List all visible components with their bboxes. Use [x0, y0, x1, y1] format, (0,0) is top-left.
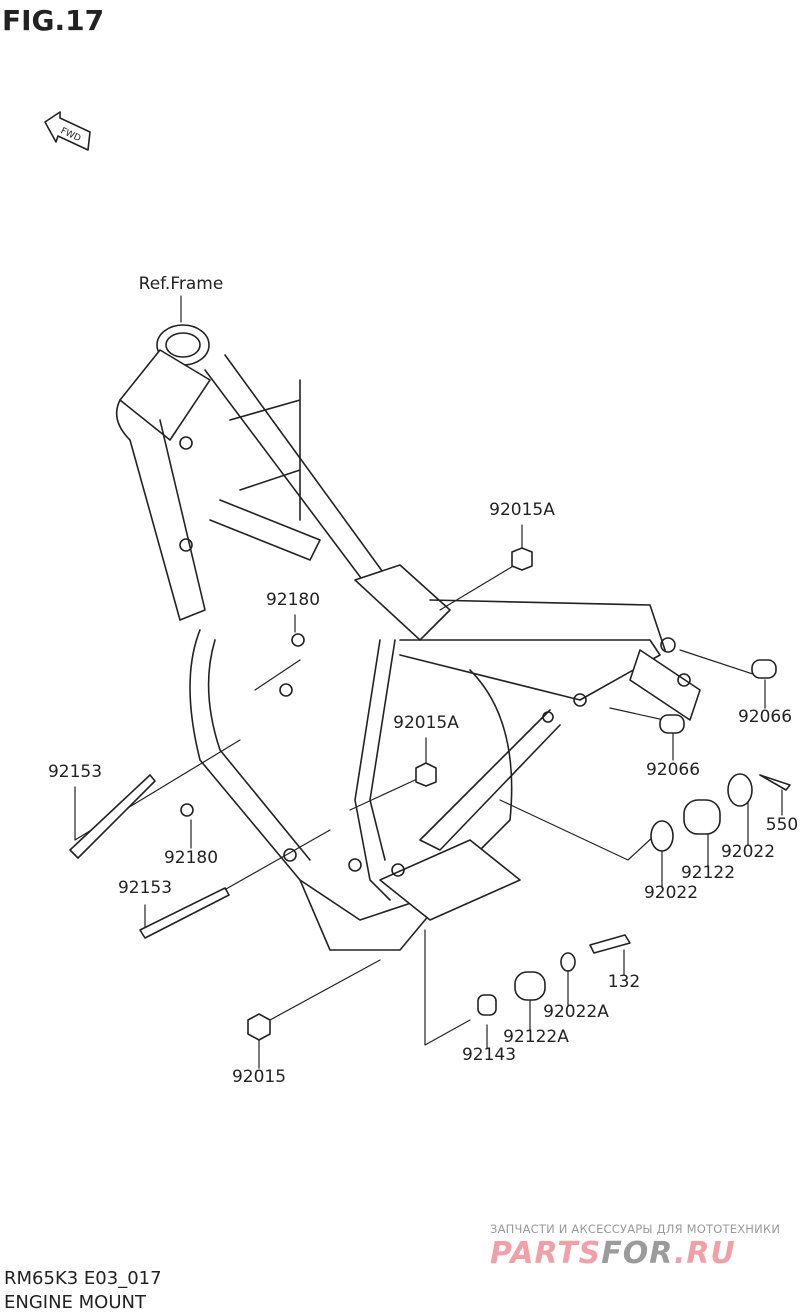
washer-92180-top [291, 633, 305, 647]
bolt-132 [589, 934, 631, 954]
bolt-92153-top [69, 774, 156, 859]
callout-92153: 92153 [47, 762, 103, 782]
section-name: ENGINE MOUNT [4, 1292, 146, 1313]
callout-92022: 92022 [643, 883, 699, 903]
washer-92022-left [650, 820, 674, 852]
callout-550: 550 [765, 815, 799, 835]
leader-lines [74, 295, 783, 1069]
watermark-tagline: ЗАПЧАСТИ И АКСЕССУАРЫ ДЛЯ МОТОТЕХНИКИ [490, 1222, 781, 1236]
spacer-92122A [514, 971, 546, 1001]
callout-92180: 92180 [163, 848, 219, 868]
nut-92015 [247, 1013, 271, 1041]
washer-92022-right [727, 773, 753, 807]
washer-92180-bottom [180, 803, 194, 817]
callout-92015A: 92015A [489, 500, 555, 520]
model-code: RM65K3 E03_017 [4, 1268, 162, 1289]
nut-92015A-top [511, 547, 533, 571]
washer-92022A [560, 952, 576, 972]
watermark-logo-part1: PARTS [490, 1236, 602, 1271]
callout-92066: 92066 [645, 760, 701, 780]
spacer-92122 [683, 799, 721, 835]
callout-92180: 92180 [265, 590, 321, 610]
figure-title: FIG.17 [2, 4, 105, 37]
watermark-logo: PARTSFOR.RU [490, 1236, 736, 1271]
callout-92066: 92066 [737, 707, 793, 727]
callout-92153: 92153 [117, 878, 173, 898]
collar-92066-right [751, 659, 777, 679]
bolt-92153-bottom [139, 887, 230, 939]
pipe-92143 [477, 994, 497, 1016]
watermark-logo-part2: FOR [601, 1236, 674, 1271]
callout-92122: 92122 [680, 863, 736, 883]
callout-92143: 92143 [461, 1045, 517, 1065]
parts [69, 547, 791, 1041]
collar-92066-left [659, 714, 685, 734]
callout-132: 132 [607, 972, 641, 992]
callout-92015A: 92015A [393, 713, 459, 733]
watermark-logo-part3: .RU [673, 1236, 736, 1271]
callout-ref-frame: Ref.Frame [138, 274, 224, 294]
callout-92122A: 92122A [503, 1027, 569, 1047]
callout-92022: 92022 [720, 842, 776, 862]
callout-92015: 92015 [231, 1067, 287, 1087]
cotter-pin-550 [759, 774, 791, 791]
nut-92015A-mid [415, 762, 437, 787]
callout-92022A: 92022A [543, 1002, 609, 1022]
frame-drawing [115, 324, 701, 951]
fwd-arrow-icon: FWD [44, 111, 91, 151]
